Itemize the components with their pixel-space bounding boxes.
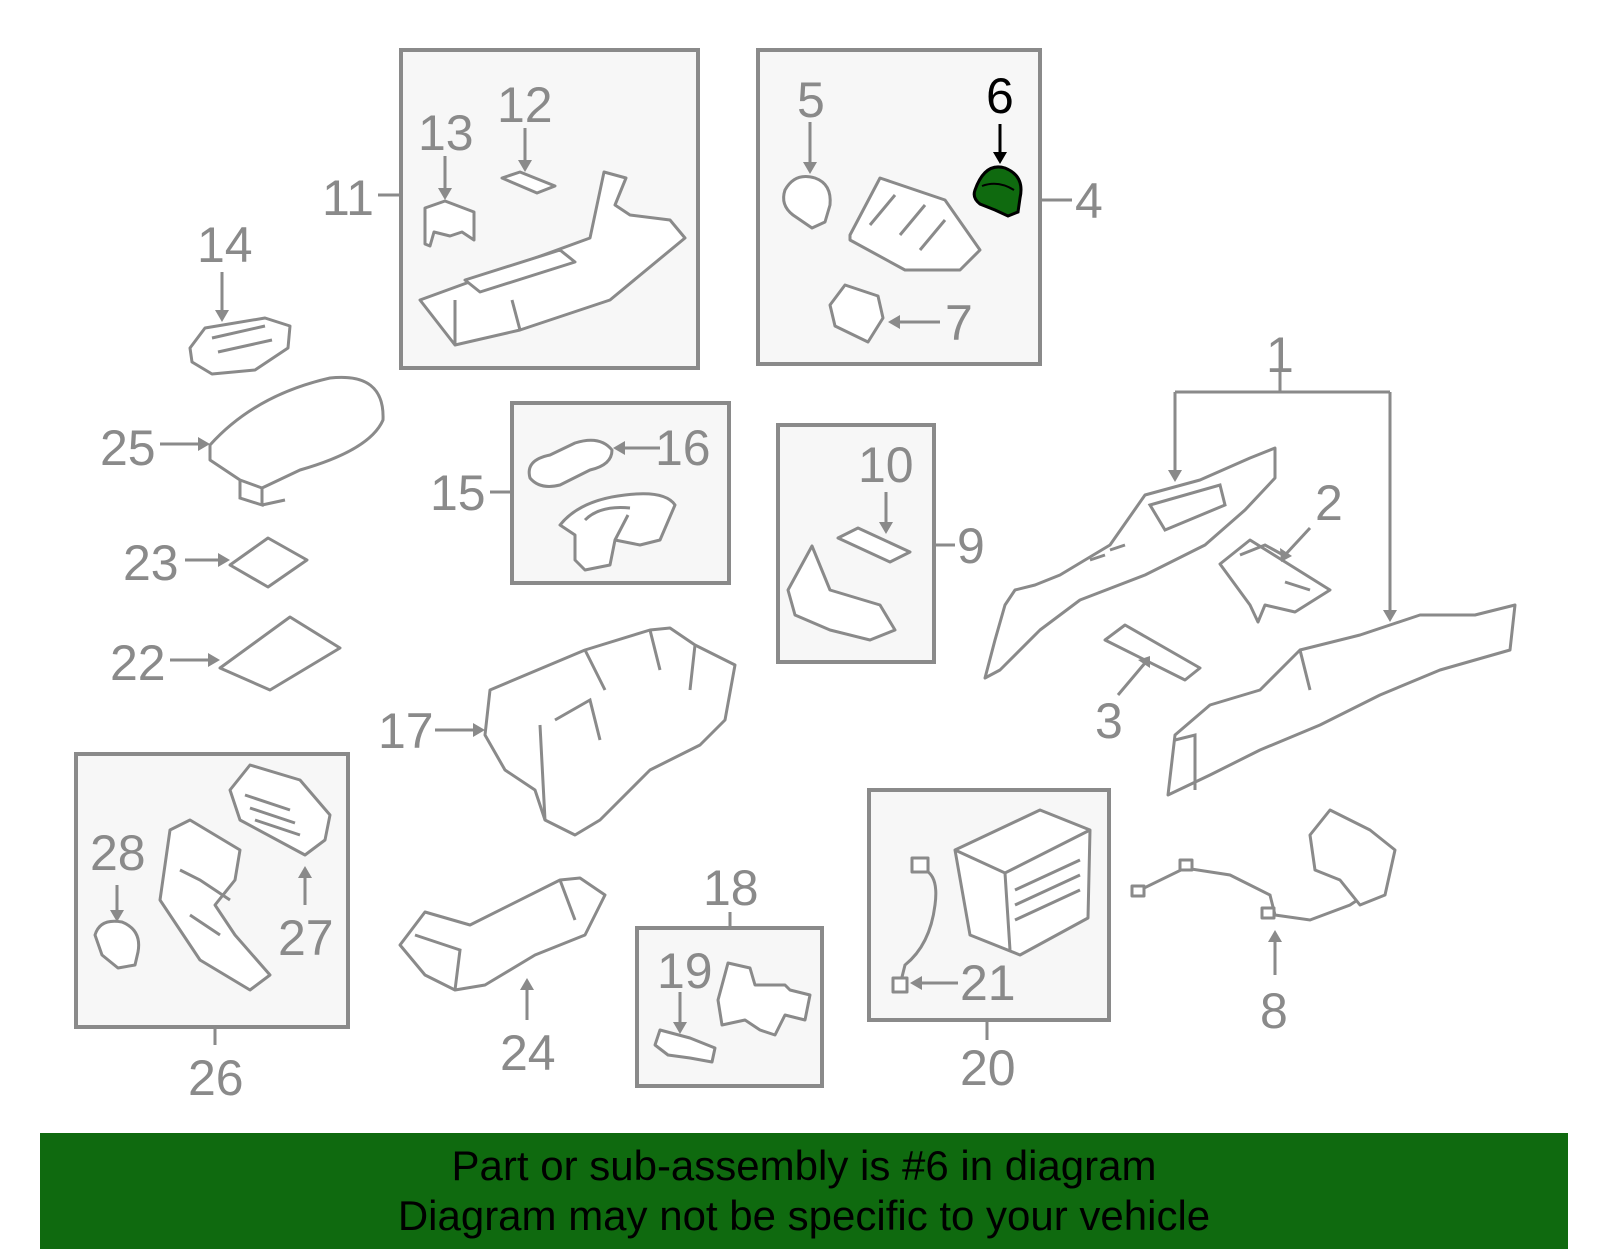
part-12-bezel: [500, 170, 557, 195]
callout-12: 12: [497, 77, 553, 133]
part-8-connector-housing: [1308, 808, 1397, 907]
part-15-cup-holder: [558, 492, 677, 572]
callout-13: 13: [418, 105, 474, 161]
part-7-switch: [828, 283, 885, 344]
banner-line-2: Diagram may not be specific to your vehi…: [397, 1192, 1211, 1239]
callout-24: 24: [500, 1025, 556, 1081]
callout-1: 1: [1266, 327, 1294, 383]
part-2-bracket: [1218, 538, 1332, 624]
part-28-knob: [93, 919, 141, 970]
callout-2: 2: [1315, 475, 1343, 531]
callout-4: 4: [1075, 173, 1103, 229]
callout-14: 14: [197, 217, 253, 273]
part-1-side-panel-left: [983, 446, 1277, 680]
callout-20: 20: [960, 1040, 1016, 1096]
part-3-strip: [1103, 623, 1202, 682]
part-23-pad: [228, 536, 309, 589]
part-5-knob: [782, 175, 832, 230]
callout-28: 28: [90, 825, 146, 881]
part-26-rear-trim: [158, 818, 272, 992]
part-13-bracket: [423, 199, 476, 248]
info-banner: Part or sub-assembly is #6 in diagram Di…: [40, 1133, 1568, 1249]
callout-19: 19: [657, 943, 713, 999]
callout-15: 15: [430, 465, 486, 521]
part-10-mat: [836, 526, 912, 564]
part-24-duct: [398, 876, 607, 992]
exploded-parts-diagram: 11 12 13 5 6 4 7 14 25 23 22 16 15: [74, 48, 1517, 1106]
callout-23: 23: [123, 535, 179, 591]
part-4-shifter-bezel: [848, 176, 982, 272]
part-19-bracket: [653, 1028, 717, 1064]
callout-3: 3: [1095, 693, 1123, 749]
console-panel-part: [418, 170, 687, 347]
callout-5: 5: [797, 72, 825, 128]
callout-26: 26: [188, 1050, 244, 1106]
part-27-vent: [228, 763, 332, 857]
part-16-mat: [527, 438, 614, 488]
banner-line-1: Part or sub-assembly is #6 in diagram: [451, 1142, 1157, 1189]
part-1-side-panel-right: [1166, 603, 1517, 797]
leader-1: [1173, 372, 1392, 618]
part-17-console-body: [483, 626, 737, 837]
callout-22: 22: [110, 635, 166, 691]
callout-11: 11: [322, 170, 374, 226]
part-6-highlighted: [972, 165, 1023, 218]
callout-8: 8: [1260, 983, 1288, 1039]
part-22-mat: [218, 615, 342, 692]
group-box-15: [510, 401, 731, 585]
callout-21: 21: [960, 955, 1016, 1011]
part-25-armrest-lid: [208, 375, 385, 490]
callout-25: 25: [100, 420, 156, 476]
part-9-tray: [786, 544, 897, 642]
callout-7: 7: [945, 295, 973, 351]
leader-2: [1283, 526, 1312, 557]
callout-9: 9: [957, 518, 985, 574]
leader-3: [1116, 662, 1147, 696]
part-18-bracket: [716, 961, 812, 1037]
callout-17: 17: [378, 703, 434, 759]
callout-6: 6: [986, 68, 1014, 124]
callout-10: 10: [858, 437, 914, 493]
callout-16: 16: [655, 420, 711, 476]
callout-27: 27: [278, 910, 334, 966]
callout-18: 18: [703, 860, 759, 916]
